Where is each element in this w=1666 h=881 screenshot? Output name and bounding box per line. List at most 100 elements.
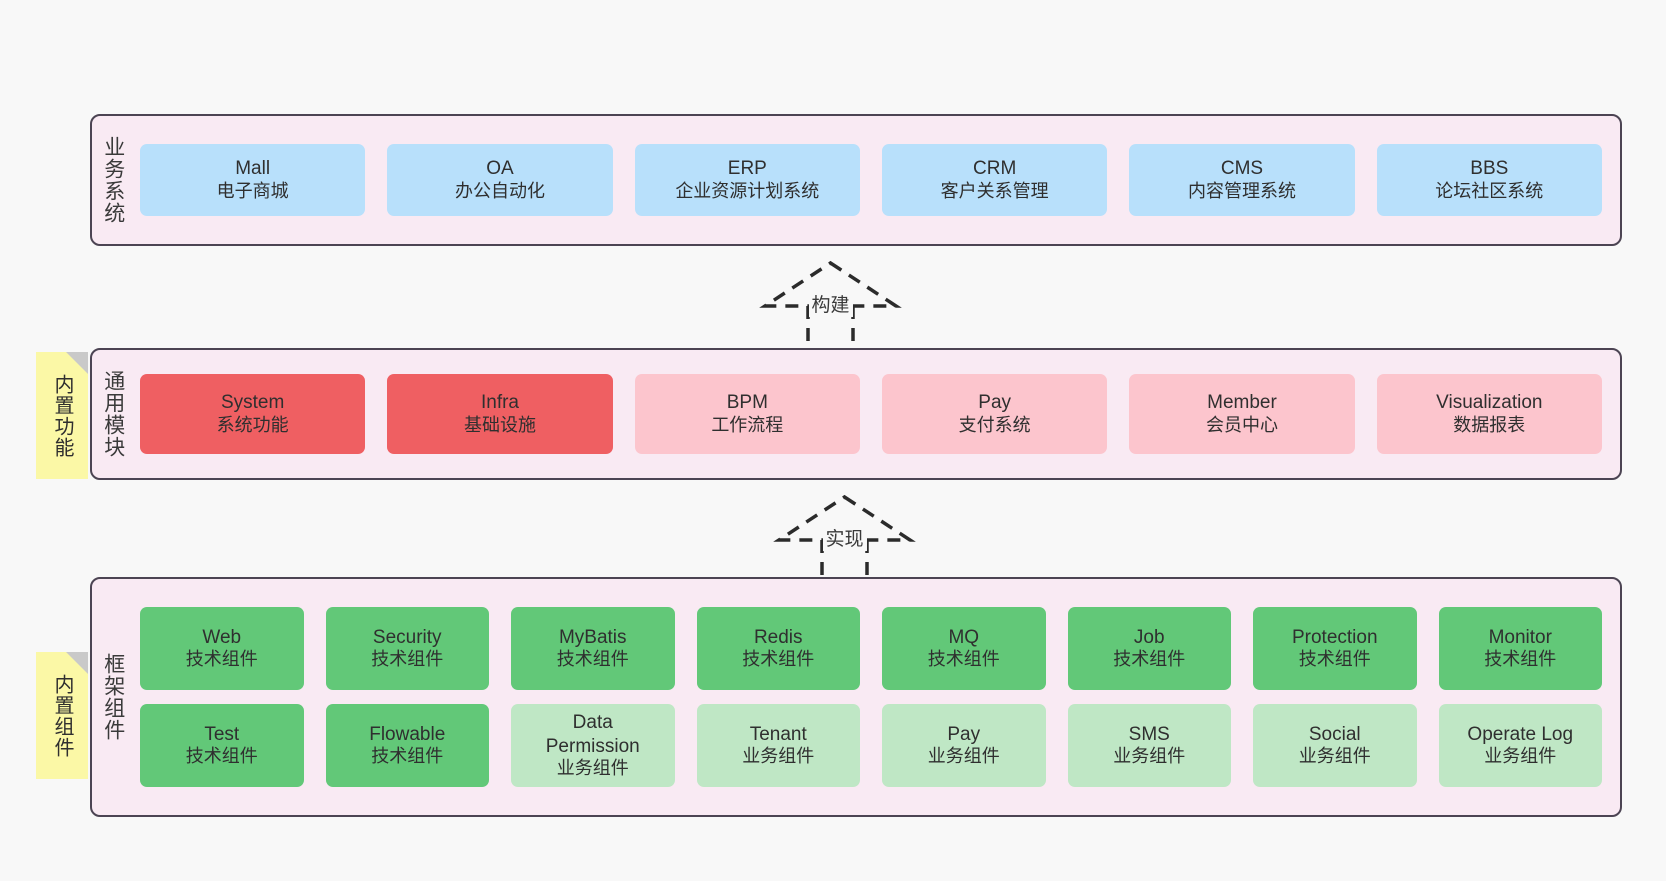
component-name: ERP <box>727 158 767 180</box>
component-name: Pay <box>978 392 1012 414</box>
component-sms[interactable]: SMS 业务组件 <box>1067 704 1231 787</box>
component-subtitle: 业务组件 <box>1113 746 1186 767</box>
component-subtitle: 技术组件 <box>371 746 444 767</box>
component-name: System <box>220 392 285 414</box>
component-subtitle: 技术组件 <box>556 649 629 670</box>
component-web[interactable]: Web 技术组件 <box>140 607 304 690</box>
component-bbs[interactable]: BBS 论坛社区系统 <box>1376 144 1602 216</box>
component-subtitle: 业务组件 <box>1484 746 1557 767</box>
component-name: Tenant <box>749 723 807 745</box>
component-bpm[interactable]: BPM 工作流程 <box>634 374 860 454</box>
component-subtitle: 工作流程 <box>711 414 784 435</box>
note-builtin-components: 内置组件 <box>36 652 88 779</box>
component-cms[interactable]: CMS 内容管理系统 <box>1129 144 1355 216</box>
component-infra[interactable]: Infra 基础设施 <box>387 374 613 454</box>
component-subtitle: 技术组件 <box>927 649 1000 670</box>
component-name: CRM <box>973 158 1017 180</box>
component-erp[interactable]: ERP 企业资源计划系统 <box>634 144 860 216</box>
component-subtitle: 会员中心 <box>1205 414 1278 435</box>
component-job[interactable]: Job 技术组件 <box>1067 607 1231 690</box>
component-name: MyBatis <box>558 626 627 648</box>
note-fold-corner-icon <box>66 652 88 674</box>
component-subtitle: 客户关系管理 <box>940 180 1049 201</box>
component-data-permission[interactable]: Data Permission 业务组件 <box>511 704 675 787</box>
note-fold-corner-icon <box>66 352 88 374</box>
component-subtitle: 技术组件 <box>185 746 258 767</box>
component-pay-business[interactable]: Pay 业务组件 <box>882 704 1046 787</box>
component-mall[interactable]: Mall 电子商城 <box>140 144 366 216</box>
component-name: BBS <box>1470 158 1509 180</box>
component-security[interactable]: Security 技术组件 <box>325 607 489 690</box>
component-subtitle: 基础设施 <box>463 414 536 435</box>
component-name: Security <box>372 626 442 648</box>
component-tenant[interactable]: Tenant 业务组件 <box>696 704 860 787</box>
component-subtitle: 支付系统 <box>958 414 1031 435</box>
component-social[interactable]: Social 业务组件 <box>1253 704 1417 787</box>
component-name: BPM <box>726 392 768 414</box>
component-row-technical: Web 技术组件 Security 技术组件 MyBatis 技术组件 Redi… <box>140 607 1602 690</box>
layer-common-modules: 通用模块 System 系统功能 Infra 基础设施 BPM 工作流程 Pay… <box>90 348 1622 480</box>
component-subtitle: 业务组件 <box>927 746 1000 767</box>
component-protection[interactable]: Protection 技术组件 <box>1253 607 1417 690</box>
component-test[interactable]: Test 技术组件 <box>140 704 304 787</box>
note-text: 内置组件 <box>51 673 73 758</box>
component-row: System 系统功能 Infra 基础设施 BPM 工作流程 Pay 支付系统… <box>140 374 1602 454</box>
component-subtitle: 技术组件 <box>185 649 258 670</box>
component-subtitle: 系统功能 <box>216 414 289 435</box>
layer-body-business-systems: Mall 电子商城 OA 办公自动化 ERP 企业资源计划系统 CRM 客户关系… <box>134 116 1620 244</box>
component-subtitle: 论坛社区系统 <box>1435 180 1544 201</box>
component-subtitle: 技术组件 <box>1113 649 1186 670</box>
component-subtitle: 业务组件 <box>1298 746 1371 767</box>
component-subtitle: 技术组件 <box>1484 649 1557 670</box>
note-text: 内置功能 <box>51 373 73 458</box>
component-name: Pay <box>947 723 981 745</box>
layer-body-framework-components: Web 技术组件 Security 技术组件 MyBatis 技术组件 Redi… <box>134 579 1620 815</box>
component-name: Job <box>1133 626 1165 648</box>
connector-realize: 实现 <box>772 492 917 584</box>
component-name: Social <box>1308 723 1361 745</box>
component-name: Monitor <box>1488 626 1552 648</box>
component-subtitle: 技术组件 <box>371 649 444 670</box>
component-crm[interactable]: CRM 客户关系管理 <box>881 144 1108 216</box>
component-name: Redis <box>753 626 803 648</box>
component-name: CMS <box>1220 158 1264 180</box>
component-name: Protection <box>1291 626 1378 648</box>
component-name: Visualization <box>1436 392 1543 414</box>
component-name: MQ <box>948 626 980 648</box>
component-name: SMS <box>1128 723 1170 745</box>
component-row: Mall 电子商城 OA 办公自动化 ERP 企业资源计划系统 CRM 客户关系… <box>140 144 1602 216</box>
component-subtitle: 办公自动化 <box>454 180 545 201</box>
component-row-business: Test 技术组件 Flowable 技术组件 Data Permission … <box>140 704 1602 787</box>
component-operate-log[interactable]: Operate Log 业务组件 <box>1438 704 1602 787</box>
component-monitor[interactable]: Monitor 技术组件 <box>1438 607 1602 690</box>
component-subtitle: 业务组件 <box>742 746 815 767</box>
component-visualization[interactable]: Visualization 数据报表 <box>1376 374 1602 454</box>
component-subtitle: 数据报表 <box>1453 414 1526 435</box>
component-name: OA <box>486 158 514 180</box>
component-mybatis[interactable]: MyBatis 技术组件 <box>511 607 675 690</box>
component-flowable[interactable]: Flowable 技术组件 <box>325 704 489 787</box>
layer-body-common-modules: System 系统功能 Infra 基础设施 BPM 工作流程 Pay 支付系统… <box>134 350 1620 478</box>
component-name: Infra <box>480 392 519 414</box>
component-name: Flowable <box>369 723 446 745</box>
component-system[interactable]: System 系统功能 <box>140 374 366 454</box>
component-subtitle: 内容管理系统 <box>1187 180 1296 201</box>
layer-business-systems: 业务系统 Mall 电子商城 OA 办公自动化 ERP 企业资源计划系统 CRM… <box>90 114 1622 246</box>
component-oa[interactable]: OA 办公自动化 <box>387 144 613 216</box>
component-subtitle: 技术组件 <box>1298 649 1371 670</box>
component-name: Test <box>204 723 240 745</box>
component-pay[interactable]: Pay 支付系统 <box>881 374 1108 454</box>
component-subtitle: 技术组件 <box>742 649 815 670</box>
component-mq[interactable]: MQ 技术组件 <box>882 607 1046 690</box>
layer-title-framework-components: 框架组件 <box>101 653 125 741</box>
layer-title-common-modules: 通用模块 <box>101 370 125 458</box>
component-name: Data Permission <box>545 712 640 757</box>
component-subtitle: 企业资源计划系统 <box>675 180 820 201</box>
component-redis[interactable]: Redis 技术组件 <box>696 607 860 690</box>
component-name: Operate Log <box>1467 723 1574 745</box>
connector-label: 构建 <box>808 290 853 317</box>
component-name: Web <box>202 626 242 648</box>
layer-framework-components: 框架组件 Web 技术组件 Security 技术组件 MyBatis 技术组件… <box>90 577 1622 817</box>
component-member[interactable]: Member 会员中心 <box>1129 374 1355 454</box>
